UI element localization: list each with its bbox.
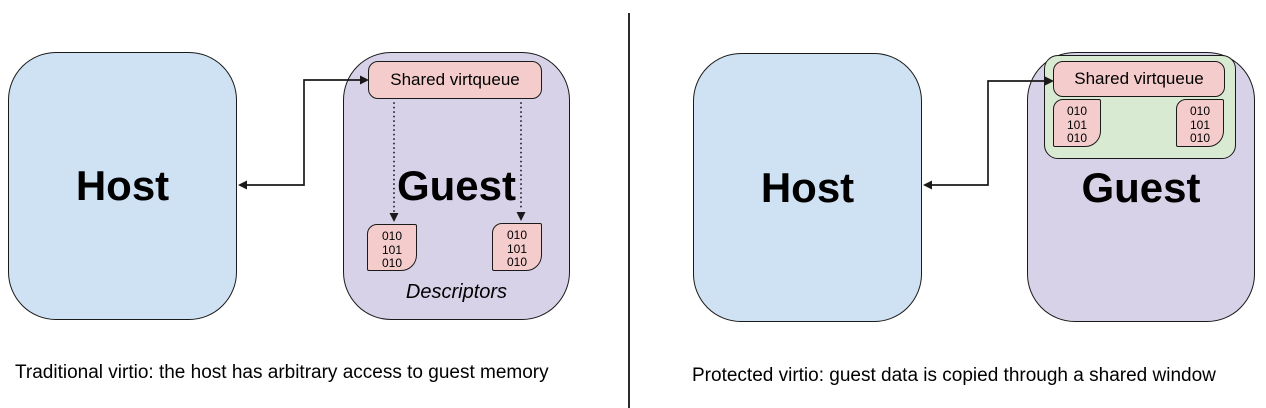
bits-line: 010	[1189, 131, 1211, 145]
left-descriptors-label: Descriptors	[405, 281, 508, 303]
bits-line: 010	[506, 228, 528, 242]
left-guest-label: Guest	[396, 162, 517, 209]
left-caption: Traditional virtio: the host has arbitra…	[15, 362, 549, 383]
right-guest-box: Shared virtqueue 010 101 010 010 101 010…	[1027, 52, 1255, 322]
bits-line: 010	[1066, 131, 1088, 145]
bits-line: 010	[381, 229, 403, 243]
left-host-box: Host	[8, 52, 237, 320]
bits-line: 010	[381, 256, 403, 270]
right-caption: Protected virtio: guest data is copied t…	[692, 365, 1216, 386]
bits-line: 010	[506, 255, 528, 269]
left-descriptor-memory-box-2: 010 101 010	[492, 223, 542, 271]
right-descriptor-memory-box-1: 010 101 010	[1053, 99, 1101, 147]
right-shared-virtqueue-box: Shared virtqueue	[1053, 61, 1225, 97]
bits-line: 101	[506, 241, 528, 256]
bits-line: 010	[1066, 104, 1088, 118]
bits-line: 010	[1189, 104, 1211, 118]
left-descriptor-memory-box-1: 010 101 010	[367, 224, 417, 271]
bits-line: 101	[1066, 117, 1088, 132]
right-guest-label: Guest	[1081, 164, 1201, 211]
left-host-label: Host	[75, 162, 170, 209]
right-host-label: Host	[760, 163, 855, 211]
bits-line: 101	[381, 242, 403, 257]
right-host-box: Host	[693, 53, 922, 322]
left-shared-virtqueue-label: Shared virtqueue	[390, 70, 520, 89]
left-shared-virtqueue-box: Shared virtqueue	[368, 61, 542, 99]
panel-divider-line	[628, 13, 630, 408]
right-descriptor-memory-box-2: 010 101 010	[1176, 99, 1224, 147]
right-shared-window-box: Shared virtqueue 010 101 010 010 101 010	[1044, 55, 1236, 159]
left-guest-box: Shared virtqueue Guest 010 101 010 010 1…	[343, 52, 570, 320]
bits-line: 101	[1189, 117, 1211, 132]
right-shared-virtqueue-label: Shared virtqueue	[1074, 69, 1204, 88]
